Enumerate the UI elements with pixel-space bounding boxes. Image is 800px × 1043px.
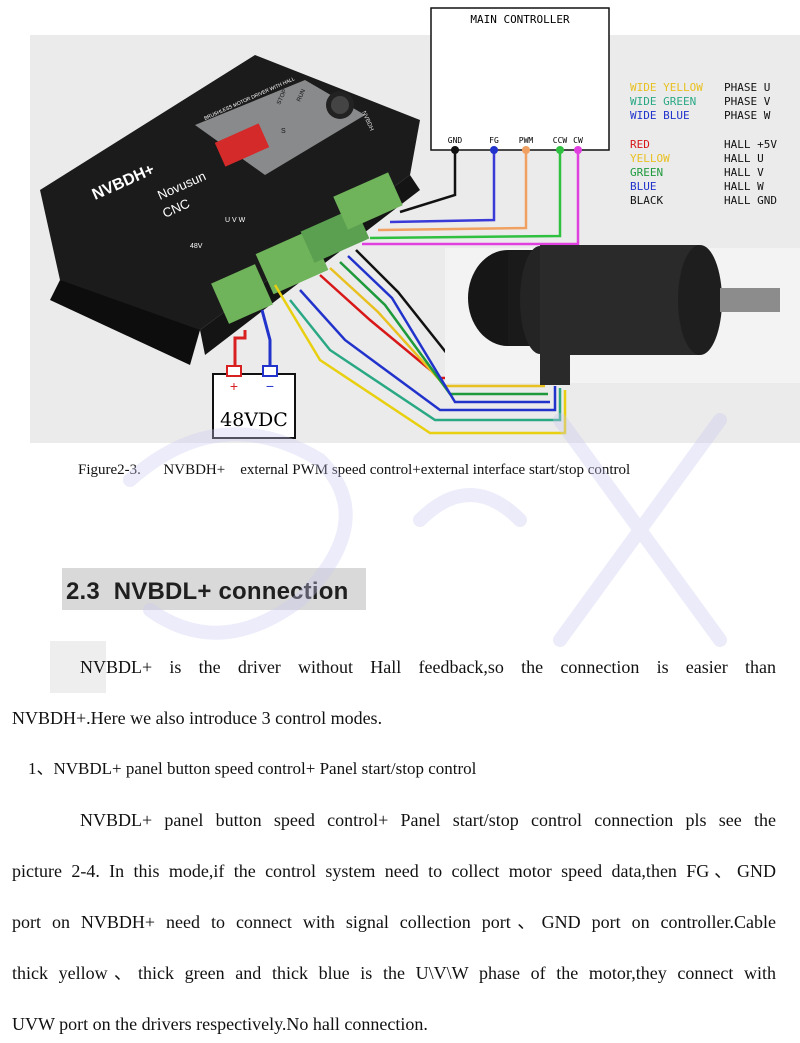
pin-fg-label: FG [489, 136, 499, 145]
motor [445, 245, 800, 385]
legend-signal-3: HALL +5V [724, 138, 777, 151]
legend-signal-0: PHASE U [724, 81, 770, 94]
pin-gnd-label: GND [448, 136, 463, 145]
wiring-figure: MAIN CONTROLLER GND FG PWM CCW CW NVBDH+… [0, 0, 800, 445]
section-heading: 2.3 NVBDL+ connection [66, 578, 349, 605]
power-label: 48VDC [220, 409, 288, 431]
wiring-diagram: MAIN CONTROLLER GND FG PWM CCW CW NVBDH+… [0, 0, 800, 443]
figure-caption-text: Figure2-3. NVBDH+ external PWM speed con… [78, 462, 631, 478]
legend-color-6: BLUE [630, 180, 657, 193]
list-item-1: 1、NVBDL+ panel button speed control+ Pan… [28, 759, 477, 778]
legend-color-3: RED [630, 138, 650, 151]
section-heading-background [62, 568, 366, 610]
legend-color-2: WIDE BLUE [630, 109, 690, 122]
paragraph2-line4: thick yellow、thick green and thick blue … [12, 963, 776, 983]
legend-signal-2: PHASE W [724, 109, 771, 122]
legend-signal-1: PHASE V [724, 95, 771, 108]
paragraph2-line1: NVBDL+ panel button speed control+ Panel… [80, 810, 776, 830]
wire-legend: WIDE YELLOW WIDE GREEN WIDE BLUE RED YEL… [630, 81, 777, 207]
pin-cw-label: CW [573, 136, 583, 145]
legend-signal-5: HALL V [724, 166, 764, 179]
paragraph2-line3: port on NVBDH+ need to connect with sign… [12, 912, 776, 932]
driver-power-label: 48V [190, 243, 203, 250]
legend-color-0: WIDE YELLOW [630, 81, 703, 94]
controller-title: MAIN CONTROLLER [470, 13, 570, 26]
legend-color-4: YELLOW [630, 152, 670, 165]
pin-ccw-label: CCW [553, 136, 568, 145]
figure-caption: Figure2-3. NVBDH+ external PWM speed con… [0, 462, 800, 479]
power-plus-label: + [230, 378, 238, 394]
power-supply-box [212, 373, 296, 439]
paragraph1-line2: NVBDH+.Here we also introduce 3 control … [12, 708, 383, 728]
legend-signal-6: HALL W [724, 180, 764, 193]
paragraph1-line1: NVBDL+ is the driver without Hall feedba… [80, 657, 776, 677]
driver-btn-run: RUN [296, 88, 307, 102]
control-wires [362, 150, 580, 246]
power-minus-label: − [266, 378, 274, 394]
legend-color-7: BLACK [630, 194, 663, 207]
legend-signal-4: HALL U [724, 152, 764, 165]
paragraph2-line5: UVW port on the drivers respectively.No … [12, 1014, 428, 1034]
main-controller-box [430, 7, 610, 151]
paragraph2-line2: picture 2-4. In this mode,if the control… [12, 861, 776, 881]
driver-unit: NVBDH+ Novusun CNC BRUSHLESS MOTOR DRIVE… [40, 55, 420, 365]
legend-color-1: WIDE GREEN [630, 95, 696, 108]
paragraph-marker [50, 641, 106, 693]
driver-btn-s: S [281, 128, 286, 135]
legend-signal-7: HALL GND [724, 194, 777, 207]
legend-color-5: GREEN [630, 166, 663, 179]
pin-pwm-label: PWM [519, 136, 534, 145]
driver-phase-label: U V W [225, 217, 246, 224]
